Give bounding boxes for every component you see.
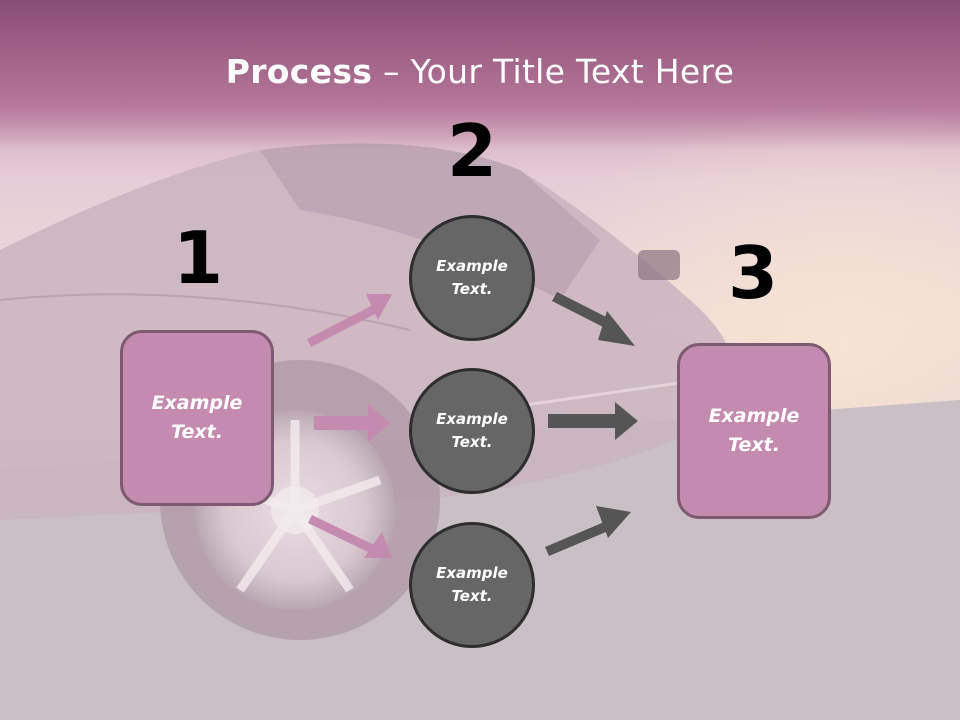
title-rest: – Your Title Text Here: [372, 52, 735, 91]
title-band: [0, 0, 960, 150]
arrow-to-circle-1: [307, 294, 392, 347]
circle-middle-text: Example Text.: [436, 410, 508, 451]
step-2-circle-middle[interactable]: Example Text.: [409, 368, 535, 494]
step-number-2: 2: [446, 109, 498, 193]
arrow-from-circle-1: [552, 292, 635, 346]
step-1-box-text: Example Text.: [151, 392, 243, 443]
slide-title: Process – Your Title Text Here: [0, 52, 960, 91]
arrow-to-circle-2: [314, 404, 390, 442]
step-2-circle-bottom[interactable]: Example Text.: [409, 522, 535, 648]
arrow-from-circle-2: [548, 402, 638, 440]
arrow-from-circle-3: [545, 506, 631, 556]
step-number-1: 1: [172, 216, 224, 300]
step-2-circle-top[interactable]: Example Text.: [409, 215, 535, 341]
title-bold: Process: [225, 52, 373, 91]
circle-bottom-text: Example Text.: [436, 564, 508, 605]
step-number-3: 3: [727, 231, 779, 315]
arrow-to-circle-3: [308, 515, 392, 558]
circle-top-text: Example Text.: [436, 257, 508, 298]
step-3-box[interactable]: Example Text.: [677, 343, 831, 519]
step-1-box[interactable]: Example Text.: [120, 330, 274, 506]
step-3-box-text: Example Text.: [708, 405, 800, 456]
